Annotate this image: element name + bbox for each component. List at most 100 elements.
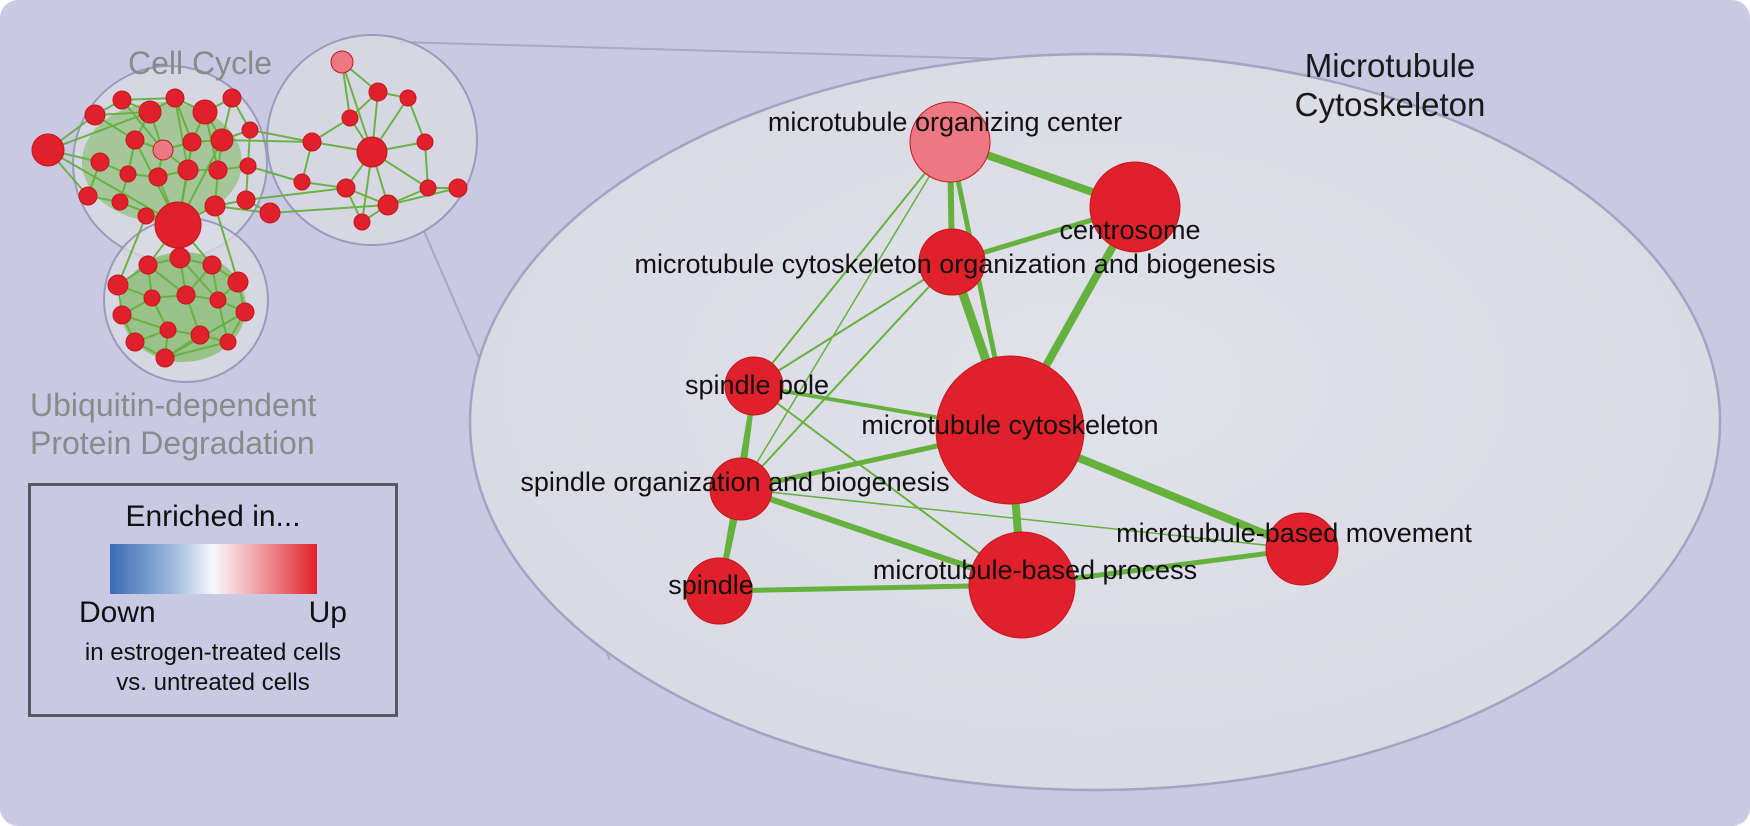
overview-node — [235, 302, 255, 322]
overview-node — [336, 178, 356, 198]
overview-edge — [269, 204, 389, 214]
overview-node — [202, 255, 222, 275]
node-spindle — [685, 557, 753, 625]
overview-node — [209, 291, 227, 309]
overview-node — [302, 132, 322, 152]
overview-node — [78, 186, 98, 206]
overview-node — [259, 202, 281, 224]
overview-node — [138, 255, 158, 275]
label-spindle-organization-and-biogenesis: spindle organization and biogenesis — [520, 467, 949, 497]
overview-node — [219, 333, 237, 351]
cluster-label-ubiquitin-line1: Ubiquitin-dependent — [30, 387, 317, 423]
overview-node — [159, 321, 177, 339]
detail-edge — [740, 261, 953, 490]
cluster-label-ubiquitin: Ubiquitin-dependent Protein Degradation — [30, 386, 316, 462]
overview-node — [155, 348, 175, 368]
detail-cluster-title-line2: Cytoskeleton — [1294, 86, 1486, 123]
overview-node — [31, 133, 65, 167]
legend-gradient-bar — [109, 544, 317, 594]
overview-edge — [341, 61, 373, 153]
label-centrosome: centrosome — [1059, 215, 1200, 245]
detail-cluster-title-line1: Microtubule — [1304, 47, 1476, 84]
overview-node — [125, 130, 145, 150]
overview-node — [169, 247, 191, 269]
detail-edge — [753, 141, 951, 387]
label-microtubule-based-movement: microtubule-based movement — [1116, 518, 1472, 548]
overview-node — [353, 213, 371, 231]
detail-ellipse — [468, 52, 1722, 792]
overview-node — [341, 109, 359, 127]
overview-node — [368, 82, 388, 102]
label-microtubule-cytoskeleton-organization-and-biogenesis: microtubule cytoskeleton organization an… — [635, 249, 1276, 279]
overview-edge — [245, 187, 347, 201]
legend-up-label: Up — [308, 596, 347, 629]
label-microtubule-based-process: microtubule-based process — [873, 555, 1197, 585]
overview-edge — [387, 187, 459, 206]
overview-node — [356, 136, 388, 168]
overview-node — [448, 178, 468, 198]
overview-node — [165, 88, 185, 108]
overview-node — [222, 88, 242, 108]
overview-node — [399, 89, 417, 107]
overview-edge — [117, 215, 147, 286]
overview-edge — [164, 341, 229, 359]
overview-node — [112, 90, 132, 110]
overview-edge — [47, 111, 151, 151]
overview-node — [111, 193, 129, 211]
legend-caption-line2: vs. untreated cells — [116, 669, 310, 696]
overview-edge — [47, 149, 179, 226]
overview-edge — [174, 97, 189, 171]
overview-node — [419, 179, 437, 197]
overview-node — [143, 289, 161, 307]
label-microtubule-organizing-center: microtubule organizing center — [768, 107, 1122, 137]
legend-caption-line1: in estrogen-treated cells — [84, 639, 342, 666]
node-spindle-organization-and-biogenesis — [709, 457, 773, 521]
node-microtubule-cytoskeleton-organization-and-biogenesis — [918, 228, 986, 296]
overview-node — [152, 139, 174, 161]
legend: Enriched in... Down Up in estrogen-treat… — [28, 483, 398, 717]
overview-node — [125, 332, 145, 352]
detail-edge — [740, 488, 1303, 550]
overview-node — [377, 194, 399, 216]
node-centrosome — [1089, 161, 1181, 253]
label-spindle: spindle — [668, 570, 754, 600]
overview-node — [227, 271, 249, 293]
overview-edge — [249, 129, 313, 143]
legend-down-label: Down — [79, 596, 156, 629]
node-spindle-pole — [724, 356, 784, 416]
overview-node — [84, 104, 106, 126]
cluster-label-cell-cycle: Cell Cycle — [127, 45, 273, 81]
overview-node — [293, 173, 311, 191]
overview-node — [177, 159, 199, 181]
overview-node — [119, 165, 137, 183]
overview-node — [416, 133, 434, 151]
node-microtubule-organizing-center — [909, 101, 991, 183]
detail-cluster-title: Microtubule Cytoskeleton — [1245, 46, 1535, 124]
zoom-guide-line — [399, 41, 1001, 60]
overview-node — [208, 160, 228, 180]
overview-edge — [214, 205, 239, 283]
detail-edge — [753, 385, 1023, 586]
overview-node — [138, 100, 162, 124]
overview-node — [182, 132, 202, 152]
overview-node — [241, 121, 259, 139]
node-microtubule-based-process — [968, 531, 1076, 639]
detail-edge — [753, 261, 953, 387]
overview-edge — [221, 139, 313, 143]
overview-node — [330, 50, 354, 74]
label-spindle-pole: spindle pole — [685, 370, 829, 400]
node-microtubule-based-movement — [1265, 512, 1339, 586]
overview-node — [204, 195, 226, 217]
label-microtubule-cytoskeleton: microtubule cytoskeleton — [861, 410, 1158, 440]
overview-node — [192, 99, 218, 125]
overview-node — [112, 305, 132, 325]
overview-node — [176, 285, 196, 305]
overview-node — [210, 128, 234, 152]
detail-edge — [740, 141, 951, 490]
overview-edge — [247, 165, 303, 183]
overview-node — [90, 152, 110, 172]
overview-node — [137, 207, 155, 225]
overview-node — [148, 167, 168, 187]
